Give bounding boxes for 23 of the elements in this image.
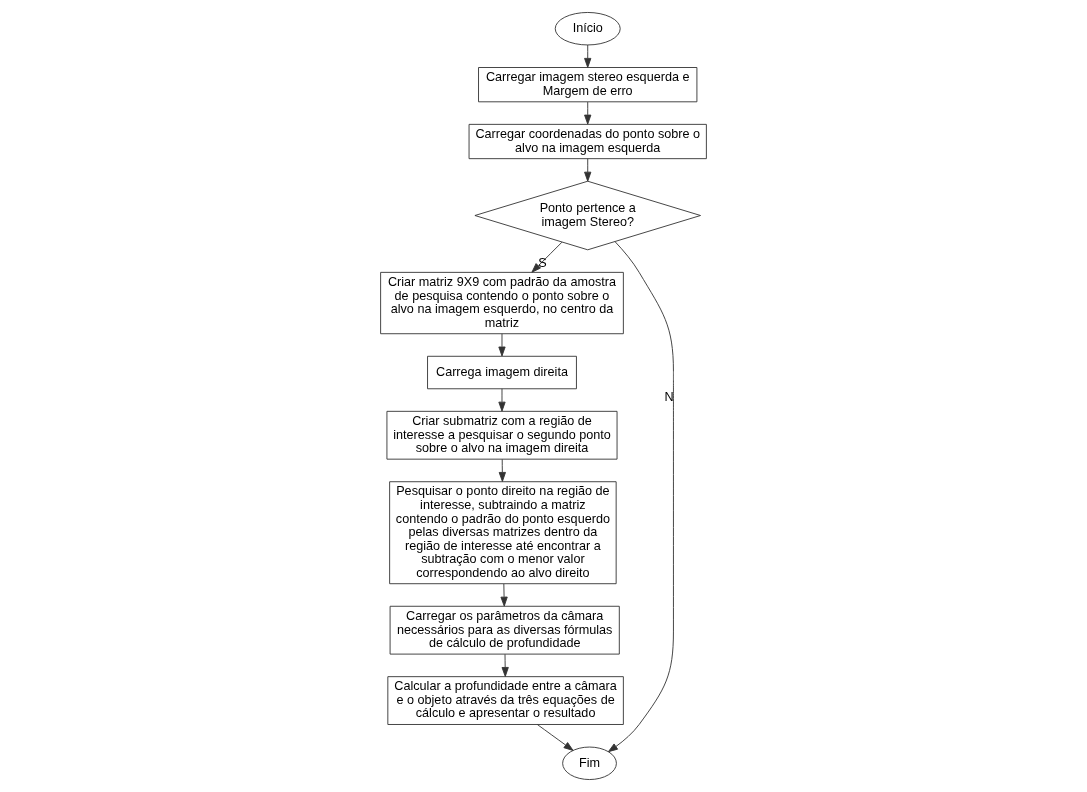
node-box: Carregar os parâmetros da câmara necessários para as diversas fórmulas de cálculo de profundidade	[389, 605, 620, 655]
node-box: Calcular a profundidade entre a câmara e o objeto através da três equações de cálculo e apresentar o resultado	[387, 676, 624, 725]
edge-label: N	[664, 389, 674, 404]
arrow	[607, 241, 674, 753]
arrow	[584, 158, 592, 182]
node-box: Criar submatriz com a região de interesse a pesquisar o segundo ponto sobre o alvo na imagem direita	[386, 410, 618, 460]
node-box: Criar matriz 9X9 com padrão da amostra de pesquisa contendo o ponto sobre o alvo na imagem esquerdo, no centro da matriz	[380, 271, 624, 335]
node-box: Carregar imagem stereo esquerda e Margem de erro	[478, 67, 698, 103]
node-box: Carregar coordenadas do ponto sobre o alvo na imagem esquerda	[468, 123, 707, 160]
arrow	[531, 241, 563, 273]
arrow	[584, 44, 592, 68]
arrow	[498, 333, 506, 357]
arrow	[498, 458, 506, 482]
node-ellipse: Fim	[562, 746, 617, 780]
arrow	[536, 724, 574, 751]
arrow	[584, 101, 592, 125]
arrow	[500, 583, 508, 607]
node-diamond: Ponto pertence a imagem Stereo?	[474, 180, 701, 251]
arrow	[501, 653, 509, 677]
node-box: Carrega imagem direita	[427, 355, 577, 390]
node-ellipse: Início	[554, 12, 621, 46]
arrow	[498, 388, 506, 412]
node-box: Pesquisar o ponto direito na região de interesse, subtraindo a matriz contendo o padrão do ponto esquerdo pelas diversas matrizes dentro da região de interesse até encontrar a subtração com o menor valor correspondendo ao alvo direito	[389, 481, 617, 585]
